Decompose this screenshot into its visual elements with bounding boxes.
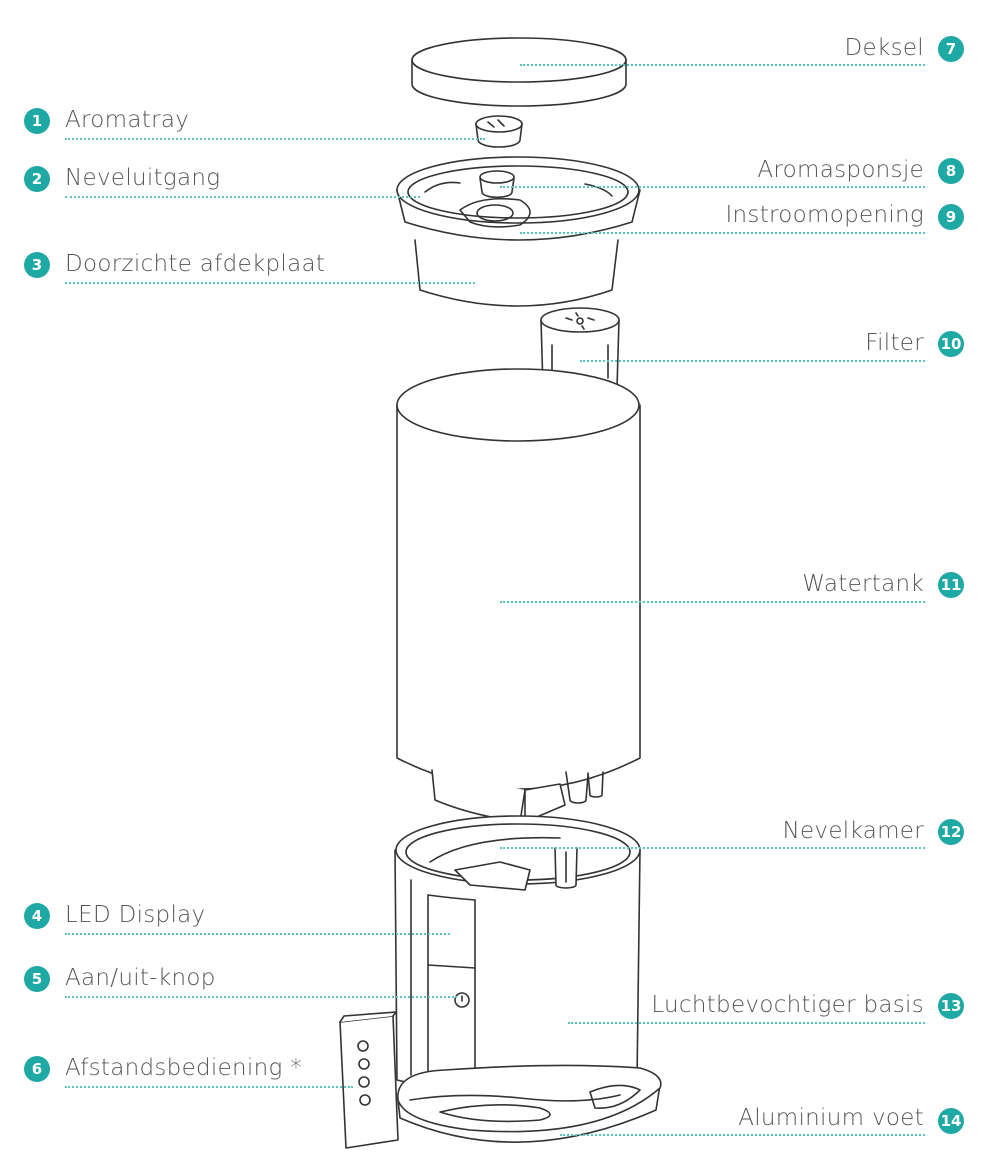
aroma-tray-part [475,115,523,148]
part-label-aromatray: Aromatray [65,107,190,133]
aluminium-foot-part [397,1064,662,1143]
part-number-badge: 6 [24,1056,50,1082]
leader-line [65,282,475,284]
leader-line [560,1134,925,1136]
leader-line [65,196,420,198]
mist-outlet-cover-part [396,156,641,307]
leader-line [500,186,925,188]
part-label-nevelkamer: Nevelkamer [782,818,924,844]
part-number-badge: 4 [24,903,50,929]
part-label-aluminium-voet: Aluminium voet [738,1105,924,1131]
leader-line [520,232,925,234]
part-label-neveluitgang: Neveluitgang [65,165,221,191]
part-number-badge: 8 [938,158,964,184]
part-number-badge: 5 [24,966,50,992]
part-label-afstandsbediening: Afstandsbediening * [65,1055,303,1081]
part-number-badge: 3 [24,252,50,278]
part-label-doorzichte-afdekplaat: Doorzichte afdekplaat [65,251,326,277]
part-label-aan-uit-knop: Aan/uit-knop [65,965,216,991]
leader-line [520,64,925,66]
part-number-badge: 2 [24,166,50,192]
leader-line [568,1022,925,1024]
part-label-filter: Filter [865,330,924,356]
part-number-badge: 10 [938,331,964,357]
leader-line [500,847,925,849]
leader-line [65,1086,353,1088]
part-label-deksel: Deksel [844,35,924,61]
part-label-led-display: LED Display [65,902,206,928]
part-label-watertank: Watertank [802,571,924,597]
leader-line [580,360,925,362]
leader-line [65,138,485,140]
water-tank-part [396,368,641,823]
humidifier-base-part [394,815,641,1096]
part-number-badge: 9 [938,204,964,230]
part-label-aromasponsje: Aromasponsje [757,157,924,183]
part-number-badge: 13 [938,993,964,1019]
part-number-badge: 11 [938,572,964,598]
part-label-instroomopening: Instroomopening [725,202,924,228]
part-label-luchtbevochtiger-basis: Luchtbevochtiger basis [651,992,924,1018]
leader-line [65,996,457,998]
part-number-badge: 12 [938,819,964,845]
remote-control-part [339,1011,399,1149]
part-number-badge: 14 [938,1108,964,1134]
lid-part [411,37,627,107]
leader-line [500,601,925,603]
part-number-badge: 7 [938,36,964,62]
leader-line [65,933,450,935]
part-number-badge: 1 [24,108,50,134]
